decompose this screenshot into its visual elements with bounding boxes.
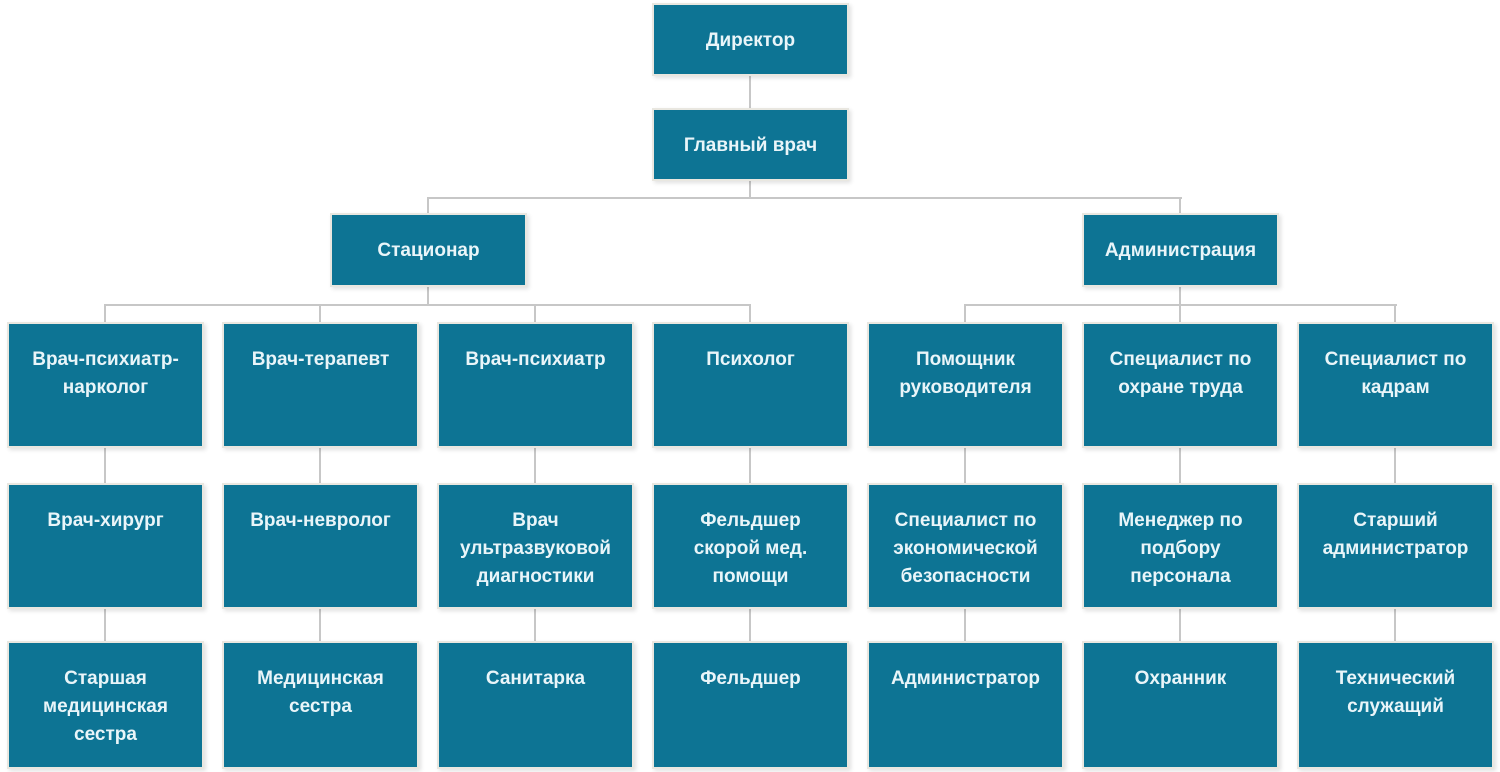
node-label: Технический служащий bbox=[1335, 668, 1456, 717]
connector-line bbox=[428, 197, 1182, 199]
connector-line bbox=[427, 197, 429, 213]
connector-line bbox=[104, 304, 106, 322]
connector-line bbox=[319, 609, 321, 641]
connector-line bbox=[964, 609, 966, 641]
node-label: Старшая медицинская сестра bbox=[43, 668, 168, 745]
node-label: Администрация bbox=[1104, 240, 1257, 261]
node-label: Администратор bbox=[891, 668, 1040, 689]
node-surgeon: Врач-хирург bbox=[7, 483, 204, 609]
connector-line bbox=[319, 304, 321, 322]
node-administrator: Администратор bbox=[867, 641, 1064, 769]
node-label: Врач-психиатр-нарколог bbox=[32, 349, 179, 398]
node-label: Фельдшер скорой мед. помощи bbox=[693, 510, 808, 587]
node-label: Врач-хирург bbox=[47, 510, 164, 531]
node-label: Врач-терапевт bbox=[251, 349, 390, 370]
node-technical-worker: Технический служащий bbox=[1297, 641, 1494, 769]
node-administration: Администрация bbox=[1082, 213, 1279, 287]
connector-line bbox=[749, 181, 751, 198]
connector-line bbox=[534, 448, 536, 483]
node-psychiatrist: Врач-психиатр bbox=[437, 322, 634, 448]
node-label: Специалист по кадрам bbox=[1324, 349, 1467, 398]
node-label: Стационар bbox=[377, 240, 480, 261]
node-head-assistant: Помощник руководителя bbox=[867, 322, 1064, 448]
connector-line bbox=[1394, 609, 1396, 641]
connector-line bbox=[749, 304, 751, 322]
node-label: Специалист по экономической безопасности bbox=[893, 510, 1038, 587]
node-labor-safety-specialist: Специалист по охране труда bbox=[1082, 322, 1279, 448]
node-label: Охранник bbox=[1134, 668, 1227, 689]
node-chief-physician: Главный врач bbox=[652, 108, 849, 181]
node-hr-specialist: Специалист по кадрам bbox=[1297, 322, 1494, 448]
node-psychologist: Психолог bbox=[652, 322, 849, 448]
connector-line bbox=[1179, 448, 1181, 483]
node-nurse: Медицинская сестра bbox=[222, 641, 419, 769]
node-label: Фельдшер bbox=[700, 668, 801, 689]
connector-line bbox=[1179, 609, 1181, 641]
connector-line bbox=[749, 76, 751, 108]
node-recruiting-manager: Менеджер по подбору персонала bbox=[1082, 483, 1279, 609]
node-label: Специалист по охране труда bbox=[1109, 349, 1252, 398]
node-guard: Охранник bbox=[1082, 641, 1279, 769]
node-orderly: Санитарка bbox=[437, 641, 634, 769]
connector-line bbox=[964, 448, 966, 483]
connector-line bbox=[749, 609, 751, 641]
node-head-nurse: Старшая медицинская сестра bbox=[7, 641, 204, 769]
node-ambulance-paramedic: Фельдшер скорой мед. помощи bbox=[652, 483, 849, 609]
node-label: Главный врач bbox=[683, 135, 818, 156]
node-label: Врач ультразвуковой диагностики bbox=[460, 510, 611, 587]
node-ultrasound-doctor: Врач ультразвуковой диагностики bbox=[437, 483, 634, 609]
node-economic-security-specialist: Специалист по экономической безопасности bbox=[867, 483, 1064, 609]
connector-line bbox=[104, 609, 106, 641]
node-label: Директор bbox=[705, 30, 796, 51]
node-therapist: Врач-терапевт bbox=[222, 322, 419, 448]
connector-line bbox=[1394, 448, 1396, 483]
node-psychiatrist-narcologist: Врач-психиатр-нарколог bbox=[7, 322, 204, 448]
connector-line bbox=[319, 448, 321, 483]
node-label: Врач-психиатр bbox=[465, 349, 606, 370]
node-inpatient: Стационар bbox=[330, 213, 527, 287]
connector-line bbox=[427, 287, 429, 306]
node-director: Директор bbox=[652, 3, 849, 76]
connector-line bbox=[1179, 287, 1181, 306]
node-label: Врач-невролог bbox=[250, 510, 391, 531]
connector-line bbox=[104, 448, 106, 483]
connector-line bbox=[104, 304, 751, 306]
node-label: Помощник руководителя bbox=[899, 349, 1032, 398]
connector-line bbox=[1394, 304, 1396, 322]
node-paramedic: Фельдшер bbox=[652, 641, 849, 769]
connector-line bbox=[534, 609, 536, 641]
node-senior-administrator: Старший администратор bbox=[1297, 483, 1494, 609]
connector-line bbox=[964, 304, 966, 322]
node-label: Старший администратор bbox=[1322, 510, 1469, 559]
node-label: Менеджер по подбору персонала bbox=[1118, 510, 1243, 587]
connector-line bbox=[1179, 197, 1181, 213]
connector-line bbox=[534, 304, 536, 322]
node-label: Медицинская сестра bbox=[257, 668, 384, 717]
node-label: Санитарка bbox=[485, 668, 586, 689]
connector-line bbox=[749, 448, 751, 483]
node-neurologist: Врач-невролог bbox=[222, 483, 419, 609]
connector-line bbox=[1179, 304, 1181, 322]
node-label: Психолог bbox=[706, 349, 795, 370]
